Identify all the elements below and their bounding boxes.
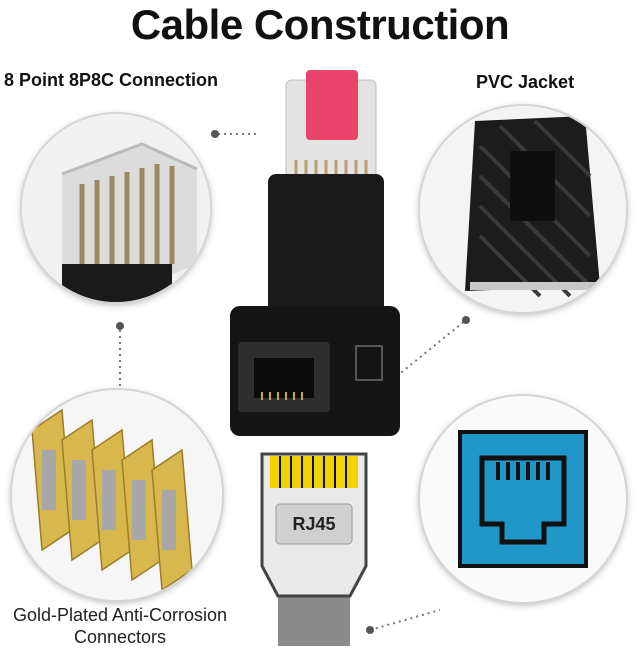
gold-caption-line1: Gold-Plated Anti-Corrosion xyxy=(12,605,228,625)
rj45-plug-icon: RJ45 xyxy=(258,446,370,646)
page-title: Cable Construction xyxy=(130,1,510,48)
connector-closeup-circle xyxy=(22,114,210,302)
pvc-jacket-circle xyxy=(420,106,626,312)
gold-plated-caption: Gold-Plated Anti-Corrosion Connectors xyxy=(0,604,240,648)
pvc-jacket-illustration xyxy=(420,106,626,312)
label-pvc-jacket: PVC Jacket xyxy=(476,72,575,92)
connector-closeup-illustration xyxy=(22,114,210,302)
gold-contacts-illustration xyxy=(12,390,222,600)
right-angle-adapter-image xyxy=(226,70,412,440)
rj45-plug-label: RJ45 xyxy=(292,514,336,534)
gold-contacts-circle xyxy=(12,390,222,600)
label-8p8c-connection: 8 Point 8P8C Connection xyxy=(4,70,219,90)
gold-caption-line2: Connectors xyxy=(73,627,167,647)
ethernet-port-icon xyxy=(458,430,588,568)
port-icon-circle xyxy=(420,396,626,602)
